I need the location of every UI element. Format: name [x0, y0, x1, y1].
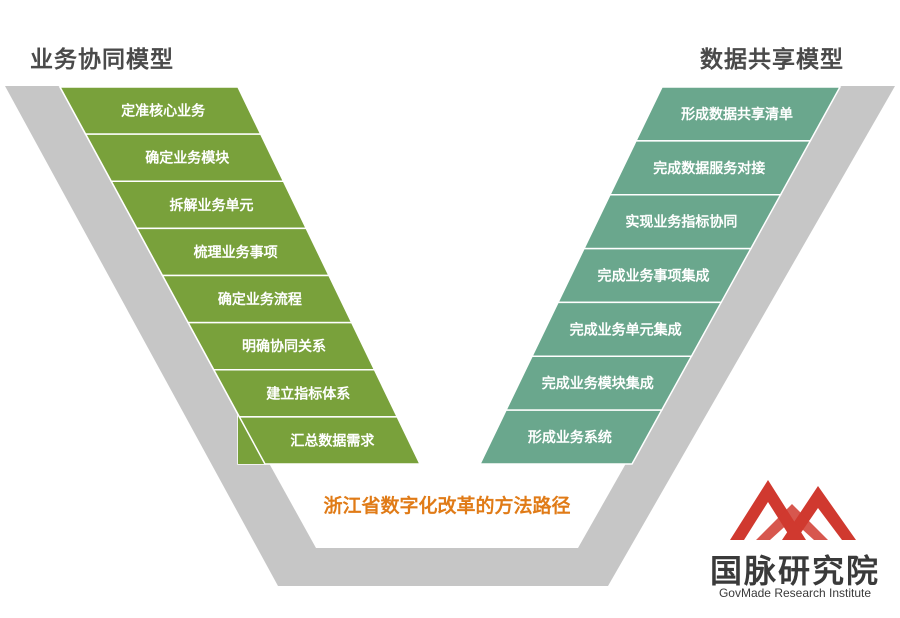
left-step-label: 建立指标体系 [266, 385, 350, 402]
right-step-label: 实现业务指标协同 [625, 214, 737, 231]
left-step-label: 汇总数据需求 [290, 432, 375, 449]
right-step-label: 形成数据共享清单 [681, 106, 793, 123]
right-model-title: 数据共享模型 [700, 47, 844, 73]
logo: 国脉研究院 GovMade Research Institute [700, 474, 890, 604]
left-step-label: 明确协同关系 [242, 338, 326, 355]
logo-name: 国脉研究院 [709, 552, 880, 590]
logo-subtitle: GovMade Research Institute [718, 586, 872, 600]
right-step-label: 完成业务事项集成 [598, 268, 710, 285]
left-step-label: 拆解业务单元 [169, 197, 253, 214]
left-model-title: 业务协同模型 [30, 47, 174, 73]
left-step-band [238, 416, 422, 465]
left-step-label: 确定业务流程 [218, 291, 302, 308]
right-step-label: 形成业务系统 [528, 429, 612, 446]
logo-mark-icon [730, 480, 856, 540]
center-label: 浙江省数字化改革的方法路径 [323, 494, 570, 517]
right-step-label: 完成业务模块集成 [542, 375, 654, 392]
left-step-label: 定准核心业务 [121, 103, 206, 120]
right-step-label: 完成业务单元集成 [570, 321, 682, 338]
right-step-label: 完成数据服务对接 [653, 160, 765, 177]
left-step-label: 确定业务模块 [145, 150, 230, 167]
left-step-label: 梳理业务事项 [194, 244, 278, 261]
right-step-band [478, 409, 663, 465]
